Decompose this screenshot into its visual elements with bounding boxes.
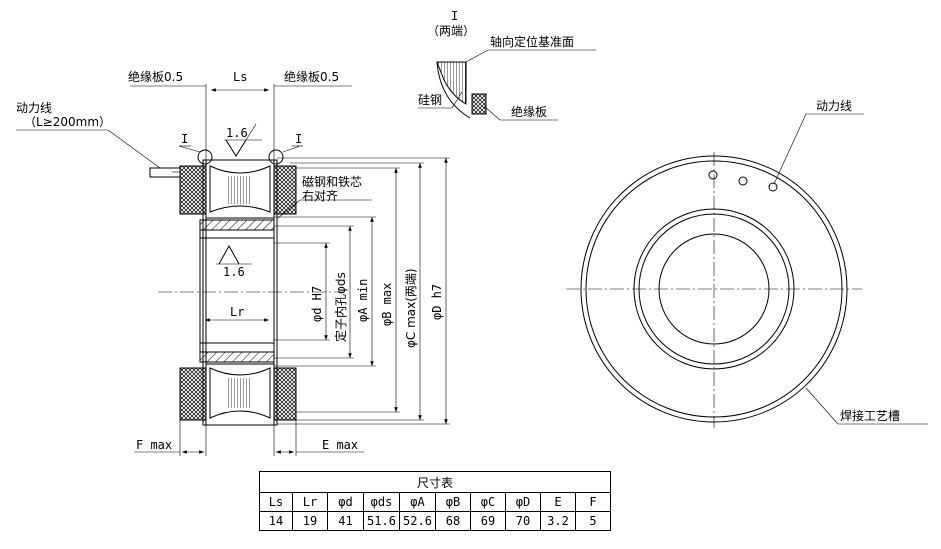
label-dim-c: φC max(两端) bbox=[404, 268, 418, 348]
insulation-plate-section bbox=[471, 93, 487, 115]
label-dim-ds: 定子内孔φds bbox=[333, 272, 348, 342]
table-value-cell: 3.2 bbox=[540, 511, 576, 531]
table-value-cell: 52.6 bbox=[399, 511, 436, 531]
lead-hole-3 bbox=[768, 182, 778, 192]
table-value-cell: 70 bbox=[505, 511, 541, 531]
magnet-top bbox=[199, 219, 275, 231]
table-value-cell: 41 bbox=[327, 511, 364, 531]
table-value-row: 14 19 41 51.6 52.6 68 69 70 3.2 5 bbox=[259, 511, 611, 531]
label-ls: Ls bbox=[233, 70, 247, 84]
table-header-cell: Ls bbox=[259, 492, 293, 512]
label-power-line: 动力线 bbox=[16, 101, 52, 115]
label-dim-a: φA min bbox=[356, 279, 370, 322]
label-dim-b: φB max bbox=[380, 283, 394, 326]
label-dim-d-outer: φD h7 bbox=[430, 284, 444, 320]
label-mark-i-left: I bbox=[181, 132, 188, 146]
table-header-cell: F bbox=[575, 492, 611, 512]
label-magnet-align-2: 右对齐 bbox=[302, 188, 338, 203]
table-value-cell: 19 bbox=[292, 511, 328, 531]
power-lead bbox=[149, 167, 181, 178]
table-header-cell: φD bbox=[505, 492, 541, 512]
label-insulation-plate: 绝缘板 bbox=[511, 104, 547, 119]
table-header-cell: Lr bbox=[292, 492, 328, 512]
table-header-cell: φB bbox=[435, 492, 471, 512]
table-header-cell: φC bbox=[470, 492, 506, 512]
table-header-row: Ls Lr φd φds φA φB φC φD E F bbox=[259, 492, 611, 512]
table-header-cell: φA bbox=[399, 492, 436, 512]
lead-hole-2 bbox=[738, 176, 748, 186]
section-view bbox=[16, 84, 450, 456]
table-value-cell: 51.6 bbox=[363, 511, 400, 531]
label-weld-groove: 焊接工艺槽 bbox=[840, 408, 900, 423]
label-detail-both-ends: （两端） bbox=[427, 24, 475, 38]
winding-top bbox=[209, 165, 271, 213]
label-power-line-length: （L≥200mm） bbox=[24, 115, 111, 129]
table-header-cell: E bbox=[540, 492, 576, 512]
table-header-cell: φd bbox=[327, 492, 364, 512]
front-view bbox=[566, 113, 928, 428]
label-insulation-right: 绝缘板0.5 bbox=[284, 69, 339, 84]
label-mark-i-right: I bbox=[295, 132, 302, 146]
table-header-cell: φds bbox=[363, 492, 400, 512]
label-magnet-align-1: 磁钢和铁芯 bbox=[302, 174, 362, 189]
winding-bottom bbox=[209, 367, 271, 419]
label-roughness-inner: 1.6 bbox=[223, 265, 245, 279]
dimension-table: 尺寸表 Ls Lr φd φds φA φB φC φD E F 14 19 4… bbox=[259, 471, 611, 531]
label-f-max: F max bbox=[136, 438, 172, 452]
label-axial-reference: 轴向定位基准面 bbox=[490, 34, 574, 49]
silicon-steel-section bbox=[436, 61, 467, 105]
label-roughness-top: 1.6 bbox=[226, 126, 248, 140]
label-detail-i: I bbox=[451, 9, 458, 23]
inner-circle-outer bbox=[633, 208, 795, 370]
label-lr: Lr bbox=[230, 305, 244, 319]
label-power-line-right: 动力线 bbox=[816, 99, 852, 113]
table-value-cell: 68 bbox=[435, 511, 471, 531]
label-silicon-steel: 硅钢 bbox=[418, 93, 442, 107]
table-value-cell: 5 bbox=[575, 511, 611, 531]
insulation-block-bottom-left bbox=[179, 367, 207, 421]
label-dim-d: φd H7 bbox=[310, 286, 324, 322]
detail-circle-left bbox=[197, 149, 213, 165]
magnet-bottom bbox=[199, 351, 275, 363]
table-title: 尺寸表 bbox=[259, 471, 611, 493]
label-e-max: E max bbox=[322, 438, 358, 452]
insulation-block-top-left bbox=[179, 165, 207, 215]
lead-hole-1 bbox=[708, 170, 718, 180]
bore-circle bbox=[658, 233, 770, 345]
table-value-cell: 69 bbox=[470, 511, 506, 531]
detail-circle-right bbox=[268, 149, 284, 165]
outer-circle bbox=[580, 155, 848, 423]
label-insulation-left: 绝缘板0.5 bbox=[128, 69, 183, 84]
table-value-cell: 14 bbox=[259, 511, 293, 531]
detail-view-i bbox=[418, 49, 596, 121]
